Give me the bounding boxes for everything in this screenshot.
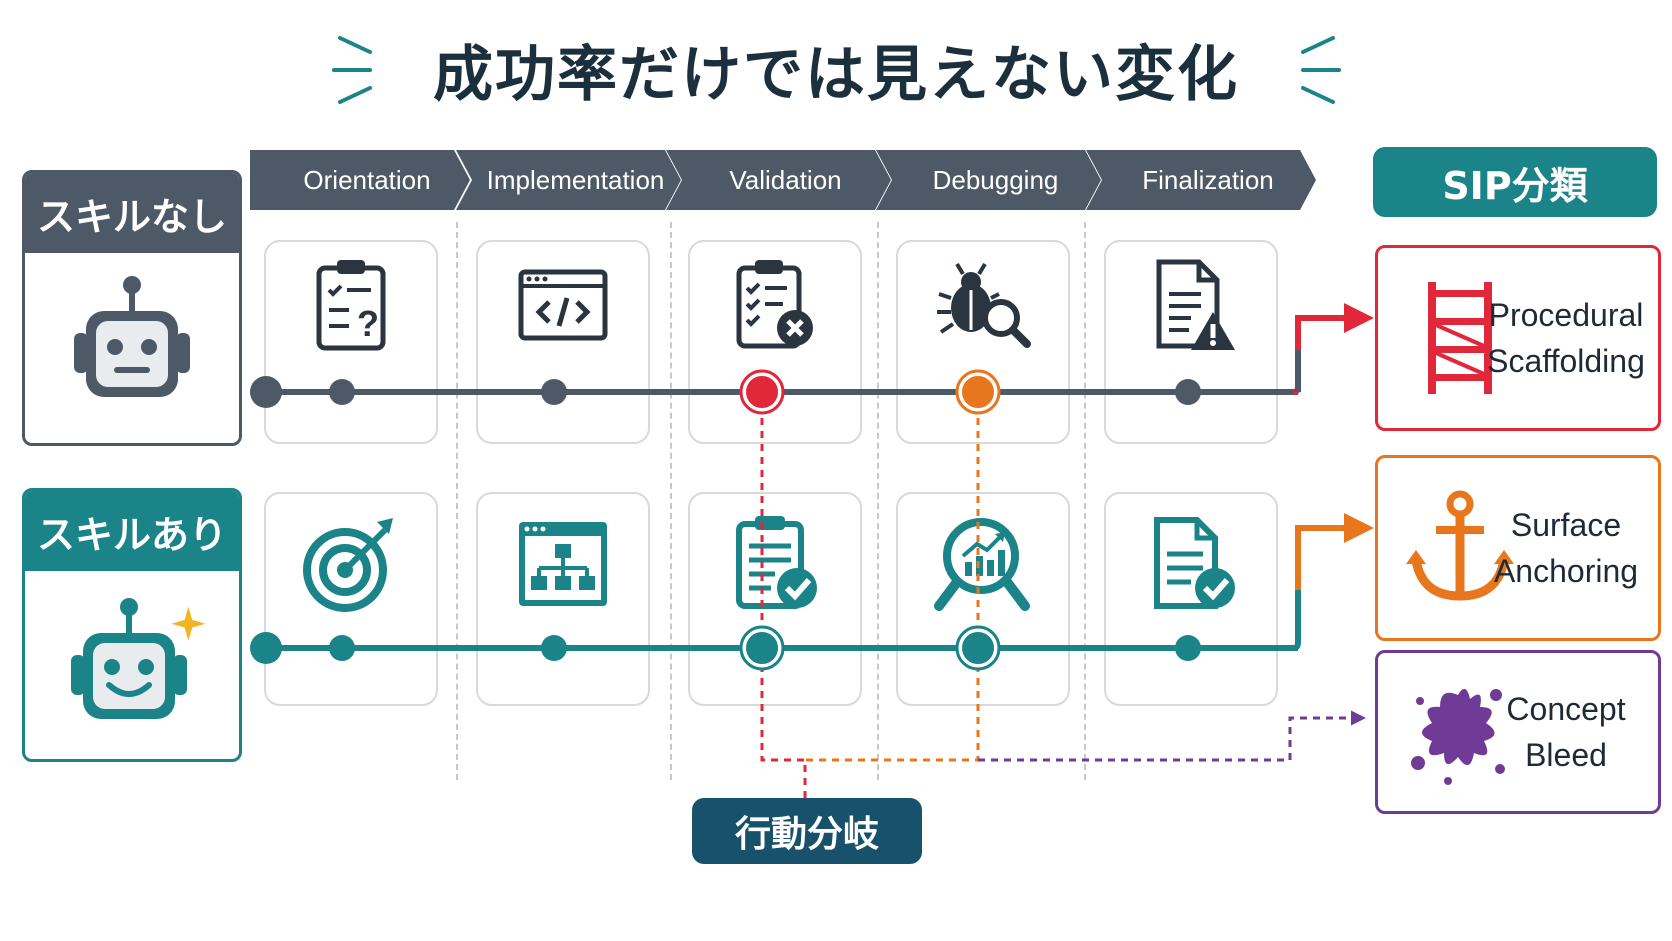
connector-validation-branch <box>760 392 807 798</box>
phase-debugging: Debugging <box>876 150 1101 210</box>
tile-debugging-with-skill <box>896 492 1070 706</box>
sip-label-surface-anchoring: Surface Anchoring <box>1493 506 1639 589</box>
timeline-node-debugging <box>958 628 998 668</box>
timeline-node <box>541 379 567 405</box>
timeline-node <box>329 635 355 661</box>
phase-finalization: Finalization <box>1086 150 1316 210</box>
branch-label: 行動分岐 <box>692 798 922 864</box>
title-left-decoration <box>332 36 372 104</box>
arrow-to-surface-anchoring <box>1295 513 1374 590</box>
neutral-robot-icon <box>74 276 190 397</box>
phase-implementation: Implementation <box>456 150 681 210</box>
bug-search-icon <box>937 262 1031 348</box>
tile-implementation-without-skill <box>476 240 650 444</box>
sip-header: SIP分類 <box>1373 147 1657 217</box>
phase-validation: Validation <box>666 150 891 210</box>
sip-label-concept-bleed: Concept Bleed <box>1506 690 1626 773</box>
sip-label-procedural-scaffolding: Procedural Scaffolding <box>1487 296 1645 379</box>
tile-validation-with-skill <box>688 492 862 706</box>
clipboard-question-icon: ? <box>316 260 386 351</box>
phase-separator <box>456 222 458 780</box>
page-title: 成功率だけでは見えない変化 <box>433 40 1239 110</box>
phase-separator <box>670 222 672 780</box>
timeline-node-validation <box>742 628 782 668</box>
checklist-x-icon <box>736 260 813 349</box>
phase-separator <box>1084 222 1086 780</box>
sip-card-surface-anchoring: Surface Anchoring <box>1375 455 1661 641</box>
tile-orientation-without-skill: ? <box>264 240 438 444</box>
code-window-icon <box>518 269 608 341</box>
target-icon <box>303 518 393 612</box>
anchor-icon <box>1406 490 1514 601</box>
tile-implementation-with-skill <box>476 492 650 706</box>
tile-finalization-without-skill <box>1104 240 1278 444</box>
arrow-to-procedural-scaffolding <box>1293 303 1374 395</box>
sitemap-window-icon <box>519 522 607 606</box>
agent-with-skill-label: スキルあり <box>25 491 239 571</box>
sip-card-concept-bleed: Concept Bleed <box>1375 650 1661 814</box>
ladder-icon <box>1428 282 1492 394</box>
timeline-node <box>329 379 355 405</box>
tile-finalization-with-skill <box>1104 492 1278 706</box>
checklist-check-icon <box>736 516 817 609</box>
timeline-node <box>541 635 567 661</box>
timeline-node <box>250 632 282 664</box>
tile-orientation-with-skill <box>264 492 438 706</box>
timeline-node <box>1175 379 1201 405</box>
agent-with-skill-card: スキルあり <box>22 488 242 762</box>
timeline-node-debugging-divergence <box>958 372 998 412</box>
connector-debugging-branch <box>805 392 980 762</box>
splash-icon <box>1411 688 1505 785</box>
phase-orientation: Orientation <box>250 150 470 210</box>
connector-concept-bleed-arrow <box>978 710 1366 762</box>
happy-robot-icon <box>71 598 206 719</box>
phase-separator <box>877 222 879 780</box>
document-warning-icon <box>1156 259 1235 350</box>
timeline-node <box>1175 635 1201 661</box>
sip-card-procedural-scaffolding: Procedural Scaffolding <box>1375 245 1661 431</box>
timeline-node <box>250 376 282 408</box>
timeline-node-validation-divergence <box>742 372 782 412</box>
document-check-icon <box>1154 517 1235 609</box>
agent-without-skill-label: スキルなし <box>25 173 239 253</box>
title-right-decoration <box>1301 36 1341 104</box>
agent-without-skill-card: スキルなし <box>22 170 242 446</box>
svg-text:?: ? <box>357 303 379 344</box>
